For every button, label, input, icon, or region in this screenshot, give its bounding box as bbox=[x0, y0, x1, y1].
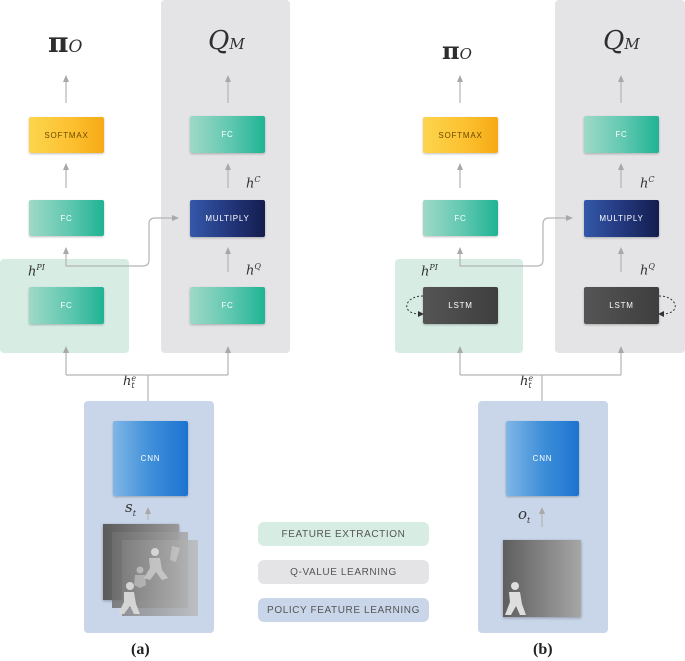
h-pi-label-b: hPI bbox=[421, 263, 438, 280]
skier-silhouette-b bbox=[505, 582, 526, 615]
policy-output-label-a: πO bbox=[48, 26, 83, 59]
policy-lstm-box-b: LSTM bbox=[423, 287, 498, 324]
policy-base-fc-box-a: FC bbox=[29, 287, 104, 324]
policy-fc-box-a: FC bbox=[29, 200, 104, 236]
caption-a: (a) bbox=[131, 641, 150, 658]
multiply-box-b: MULTIPLY bbox=[584, 200, 659, 237]
h-pi-label-a: hPI bbox=[28, 263, 45, 280]
cnn-box-b: CNN bbox=[506, 421, 579, 496]
q-fc-top-box-b: FC bbox=[584, 116, 659, 153]
softmax-box-a: SOFTMAX bbox=[29, 117, 104, 153]
h-c-label-b: hC bbox=[640, 175, 655, 192]
input-observation-label-b: ot bbox=[518, 505, 531, 525]
legend-policy-feature-learning: POLICY FEATURE LEARNING bbox=[258, 598, 429, 622]
input-state-label-a: st bbox=[125, 498, 136, 518]
q-output-label-b: QM bbox=[603, 26, 640, 56]
multiply-box-a: MULTIPLY bbox=[190, 200, 265, 237]
q-base-fc-box-a: FC bbox=[190, 287, 265, 324]
q-fc-top-box-a: FC bbox=[190, 116, 265, 153]
q-output-label-a: QM bbox=[208, 26, 245, 56]
softmax-box-b: SOFTMAX bbox=[423, 117, 498, 153]
legend-q-value-learning: Q-VALUE LEARNING bbox=[258, 560, 429, 584]
h-c-label-a: hC bbox=[246, 175, 261, 192]
q-lstm-box-b: LSTM bbox=[584, 287, 659, 324]
skier-silhouettes-a bbox=[118, 546, 180, 614]
legend-feature-extraction: FEATURE EXTRACTION bbox=[258, 522, 429, 546]
cnn-box-a: CNN bbox=[113, 421, 188, 496]
policy-fc-box-b: FC bbox=[423, 200, 498, 236]
policy-output-label-b: πO bbox=[442, 36, 472, 65]
caption-b: (b) bbox=[533, 641, 553, 658]
h-q-label-b: hQ bbox=[640, 262, 655, 279]
h-q-label-a: hQ bbox=[246, 262, 261, 279]
